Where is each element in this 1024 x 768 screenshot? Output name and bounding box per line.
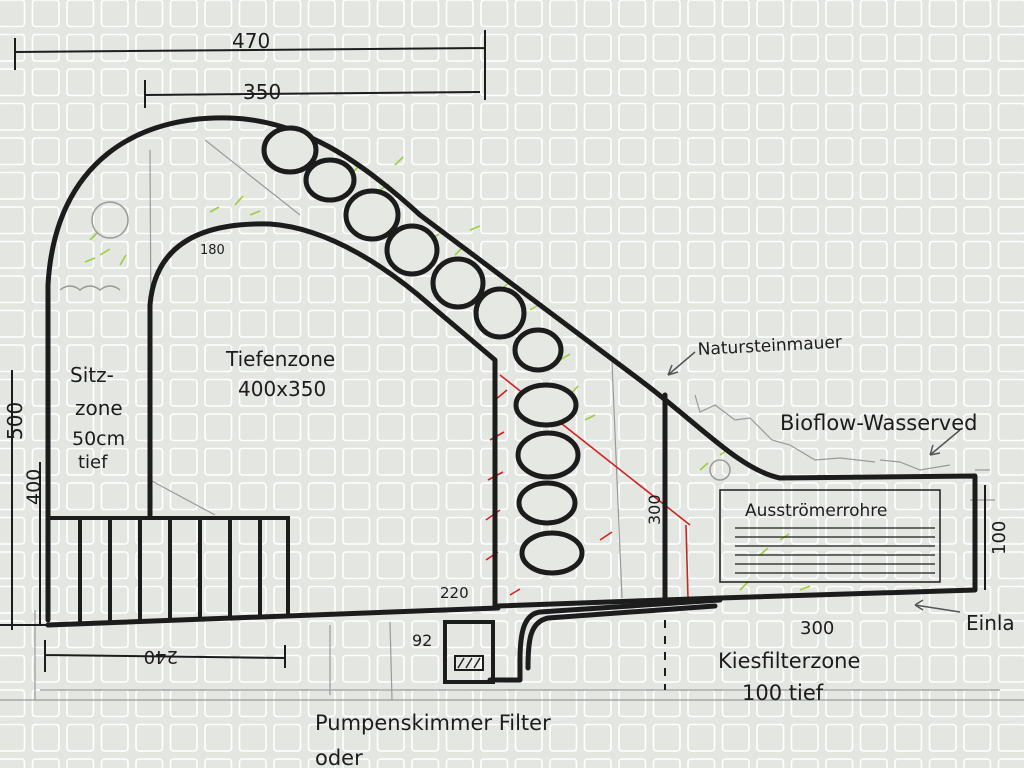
rock [519, 530, 585, 576]
einlauf-label: Einla [966, 611, 1015, 635]
rock [261, 125, 319, 175]
bioflow-label: Bioflow-Wasserved [780, 411, 977, 435]
skimmer [443, 620, 495, 684]
moss-hatching [84, 156, 811, 591]
rock [303, 157, 357, 203]
kiesfilter-label: Kiesfilterzone 100 tief [718, 649, 860, 705]
dim-height-total: 500 [3, 402, 27, 440]
pond-outline [45, 115, 978, 683]
dim-pipe-gap: 220 [440, 584, 469, 602]
rock [512, 327, 564, 373]
dim-skimmer: 92 [412, 631, 432, 650]
sitzzone-label: Sitz- zone 50cm tief [70, 363, 125, 473]
dim-filter-length: 300 [800, 618, 834, 639]
rock [343, 188, 401, 242]
natursteinmauer-label: Natursteinmauer [697, 332, 842, 360]
dimension-lines [0, 30, 986, 690]
svg-text:50cm: 50cm [72, 428, 125, 450]
ausstroemer-label: Ausströmerrohre [745, 501, 887, 521]
ausstroemer-box [719, 489, 941, 583]
dim-steps-width: 240 [144, 646, 178, 667]
svg-text:Tiefenzone: Tiefenzone [225, 347, 335, 371]
dim-width-total: 470 [232, 29, 270, 53]
rock [516, 480, 578, 526]
rock [515, 430, 581, 480]
dim-arch-width: 180 [200, 243, 225, 258]
rock [430, 256, 486, 310]
pencil-stones [59, 201, 731, 481]
dim-width-inner: 350 [243, 80, 281, 104]
rock [384, 223, 440, 277]
svg-text:Kiesfilterzone: Kiesfilterzone [718, 649, 860, 673]
dim-filter-height: 300 [645, 494, 664, 525]
tiefenzone-label: Tiefenzone 400x350 [225, 347, 335, 401]
annotation-arrows [667, 351, 961, 613]
rock [473, 286, 527, 340]
steps [48, 516, 290, 622]
dim-filter-right: 100 [989, 521, 1010, 555]
svg-text:100 tief: 100 tief [742, 681, 824, 705]
pumpe-label: Pumpenskimmer Filter [315, 711, 551, 735]
dim-height-inner: 400 [23, 469, 45, 505]
svg-text:tief: tief [78, 452, 108, 473]
rock [513, 382, 579, 428]
svg-text:Sitz-: Sitz- [70, 363, 114, 387]
oder-label: oder [315, 746, 363, 768]
rocks [261, 125, 585, 576]
svg-text:zone: zone [75, 396, 123, 420]
svg-text:400x350: 400x350 [238, 377, 326, 401]
